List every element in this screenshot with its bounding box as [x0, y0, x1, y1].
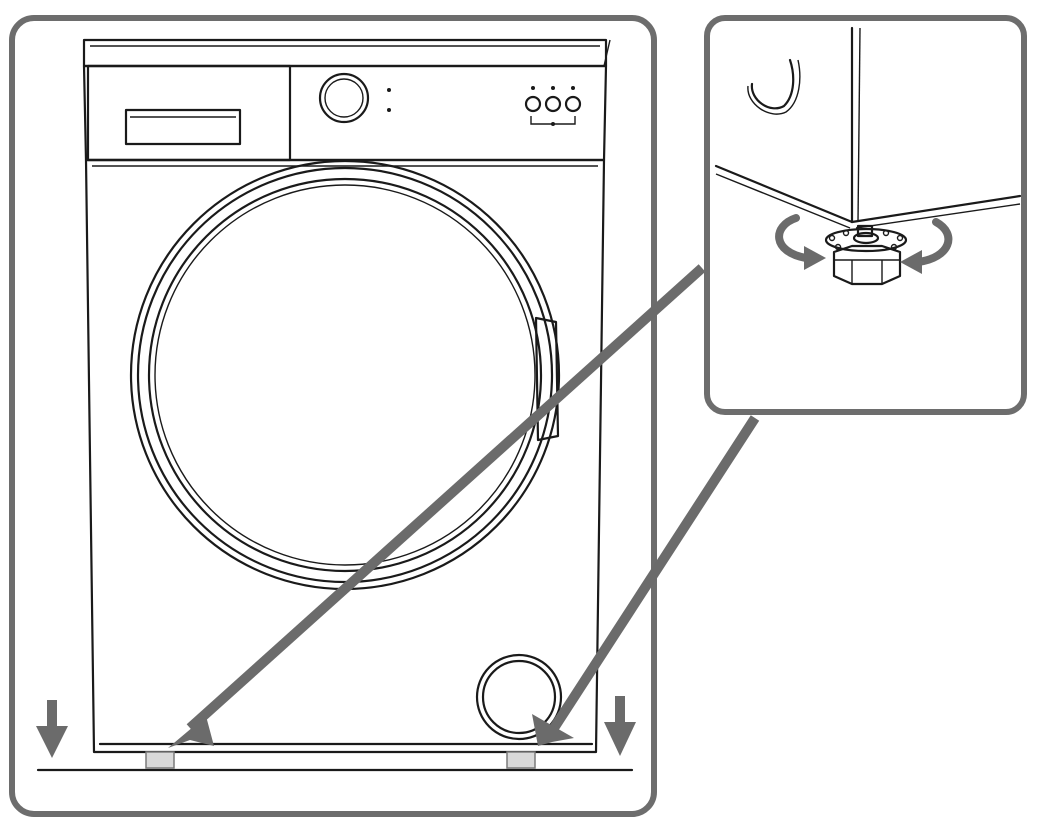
filter-cover	[475, 653, 563, 741]
hex-foot	[832, 244, 902, 286]
front-left-foot	[145, 751, 175, 769]
program-knob	[318, 72, 370, 124]
front-right-foot	[506, 751, 536, 769]
pointer-to-right-foot	[532, 415, 760, 746]
main-panel-frame	[9, 15, 657, 817]
lock-nut	[824, 227, 908, 253]
detail-inset-frame	[704, 15, 1027, 415]
door	[129, 159, 561, 591]
adjustable-foot-detail	[714, 26, 1022, 286]
pointer-to-left-foot	[168, 264, 706, 748]
rotate-arrow-left-icon	[775, 214, 826, 270]
down-arrow-right-icon	[604, 696, 636, 756]
control-buttons	[524, 86, 582, 126]
down-arrow-left-icon	[36, 700, 68, 758]
washing-machine	[82, 38, 611, 769]
rotate-arrow-right-icon	[900, 218, 953, 274]
door-handle	[534, 316, 560, 442]
detergent-drawer-handle	[124, 108, 242, 146]
